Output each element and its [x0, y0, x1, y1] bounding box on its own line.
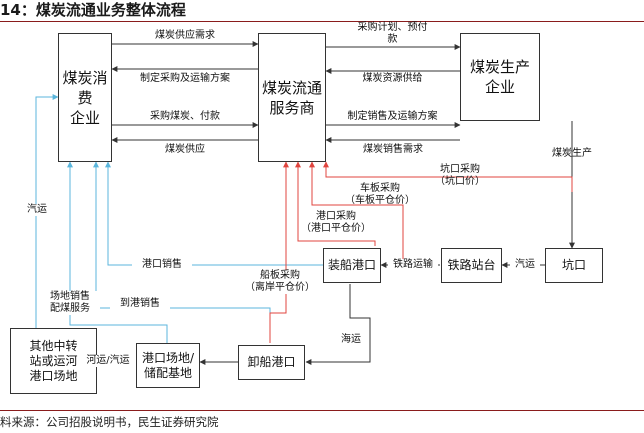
port-yard-box: 港口场地/ 储配基地 — [136, 343, 200, 388]
label-sales-plan: 制定销售及运输方案 — [347, 111, 438, 122]
label-purchase-plan: 制定采购及运输方案 — [140, 73, 230, 84]
label-pit-purchase: 坑口采购 （坑口价） — [435, 164, 485, 187]
label-rail-transport: 铁路运输 — [388, 259, 438, 271]
label-supply-demand: 煤炭供应需求 — [155, 30, 215, 41]
label-supply: 煤炭供应 — [165, 144, 205, 155]
label-sales-demand: 煤炭销售需求 — [363, 144, 423, 155]
arrow-to-port-sales — [93, 161, 271, 343]
coal-dealer-box: 煤炭流通 服务商 — [258, 33, 326, 162]
page-title: 14：煤炭流通业务整体流程 — [0, 1, 186, 19]
arrow-yard-sales — [67, 161, 168, 343]
label-wagon-purchase: 车板采购 （车板平仓价） — [345, 183, 415, 206]
title-divider — [0, 21, 644, 22]
source-note: 料来源：公司招股说明书，民生证券研究院 — [0, 415, 219, 429]
label-resource-supply: 煤炭资源供给 — [362, 73, 423, 84]
arrow-ship-purchase — [269, 161, 289, 343]
label-port-sales: 港口销售 — [132, 259, 192, 271]
label-production: 煤炭生产 — [552, 148, 592, 159]
unloading-port-box: 卸船港口 — [238, 345, 305, 380]
label-yard-sales: 场地销售 配煤服务 — [40, 291, 100, 315]
label-to-port-sales: 到港销售 — [110, 298, 170, 310]
pit-box: 坑口 — [545, 248, 603, 283]
rail-station-box: 铁路站台 — [441, 248, 502, 283]
arrow-wagon-purchase — [309, 161, 404, 265]
coal-producer-box: 煤炭生产 企业 — [460, 33, 540, 121]
label-port-purchase: 港口采购 （港口平仓价） — [301, 211, 371, 234]
label-truck-transport: 汽运 — [510, 259, 540, 271]
arrow-port-purchase — [295, 161, 376, 246]
loading-port-box: 装船港口 — [323, 248, 381, 283]
arrow-truck-left — [35, 94, 59, 328]
label-sea-transport: 海运 — [336, 334, 366, 346]
label-ship-purchase: 船板采购 （离岸平仓价） — [240, 270, 320, 294]
arrow-port-sales — [105, 161, 323, 266]
footer-divider — [0, 410, 644, 411]
label-procure-plan-prepay: 采购计划、预付 款 — [357, 22, 428, 45]
arrow-pit-purchase — [323, 161, 573, 192]
label-river-truck: 河运/汽运 — [80, 355, 136, 367]
label-buy-pay: 采购煤炭、付款 — [150, 111, 220, 122]
coal-consumer-box: 煤炭消费 企业 — [58, 33, 112, 162]
label-truck-left: 汽运 — [22, 204, 52, 216]
arrow-sea — [305, 284, 371, 365]
